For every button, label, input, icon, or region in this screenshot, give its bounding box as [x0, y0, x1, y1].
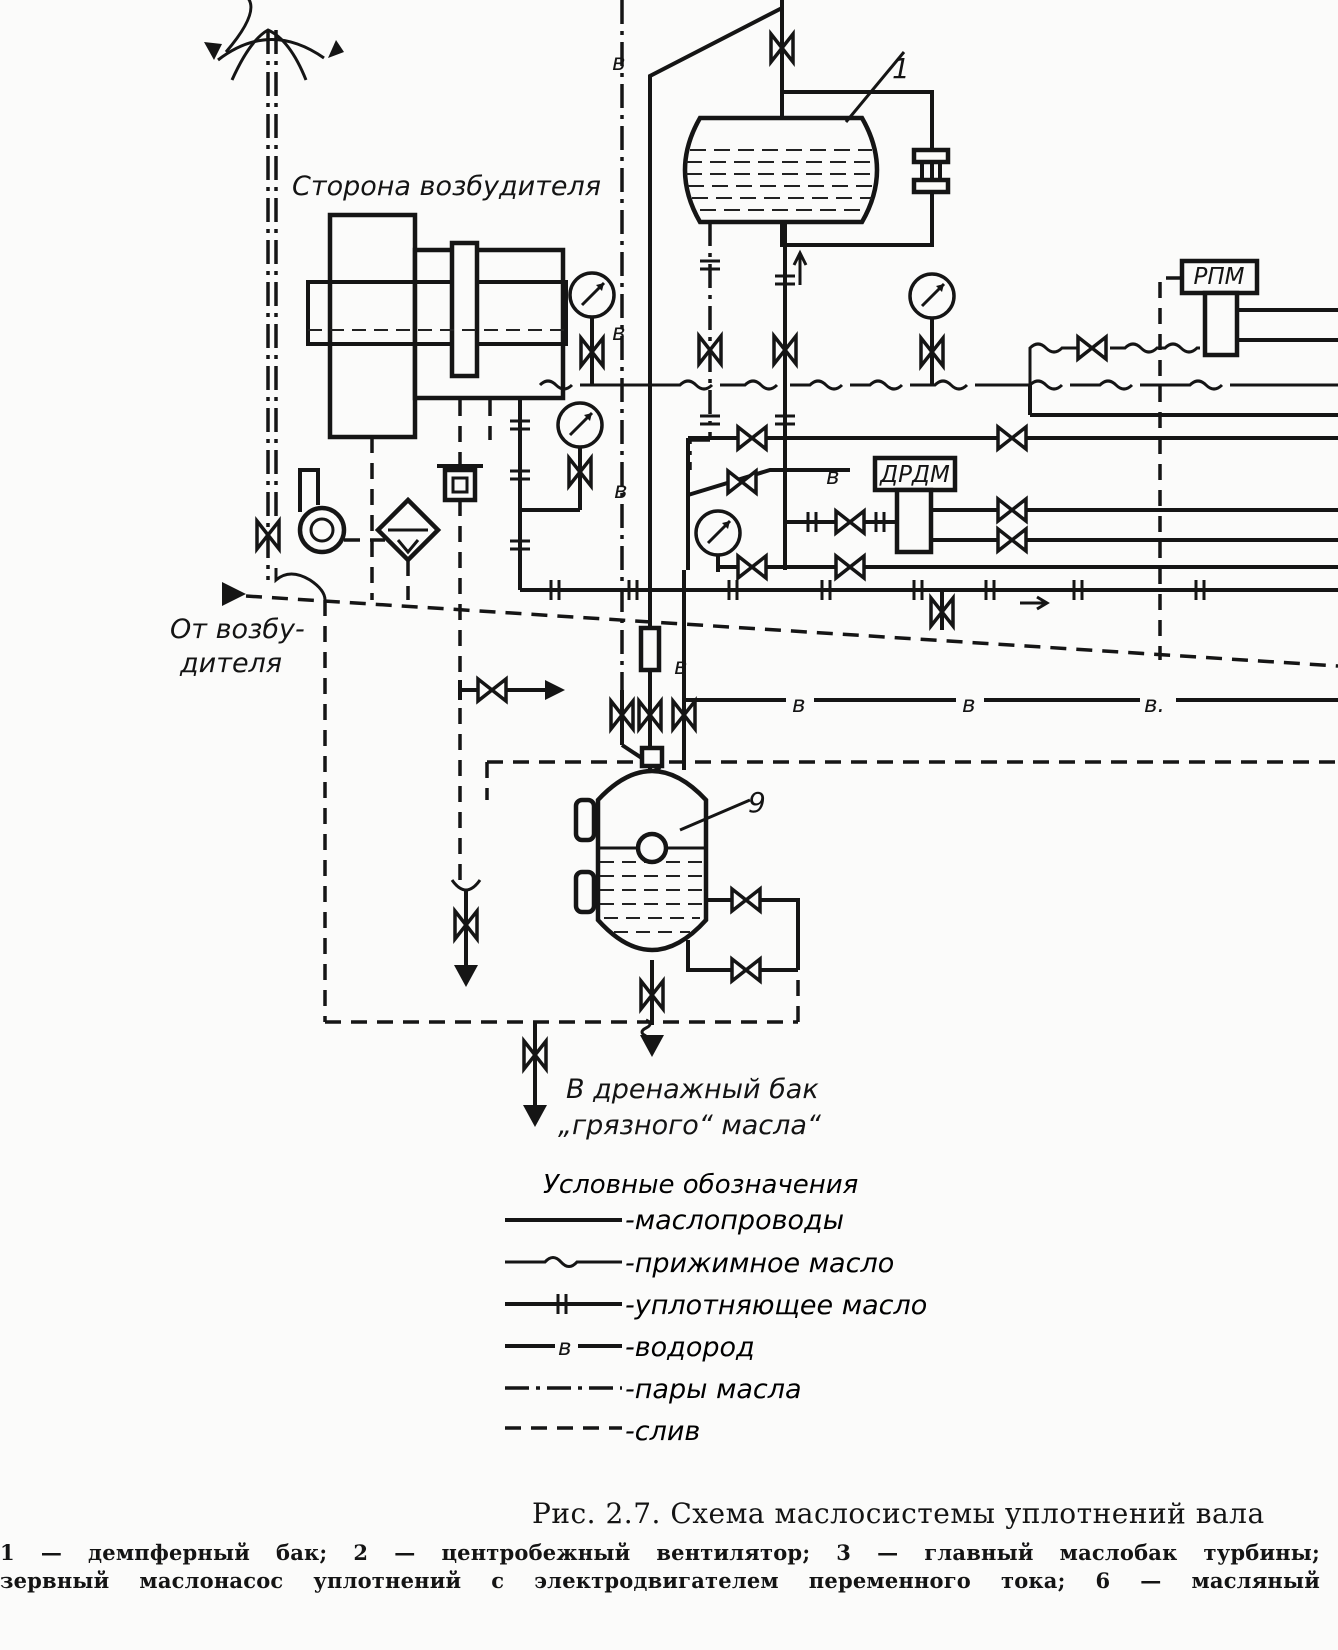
- pressing-oil-valve-icon: [1076, 335, 1108, 361]
- legend-item-drain: -слив: [625, 1416, 700, 1447]
- figure-caption-title: Рис. 2.7. Схема маслосистемы уплотнений …: [532, 1497, 1265, 1530]
- drain-arrow-left-icon: [454, 965, 478, 987]
- vent-pipe: [204, 0, 344, 580]
- flange-icon: [698, 414, 722, 426]
- filter-icon: [374, 496, 442, 564]
- level-gauge-icon: [911, 147, 951, 195]
- supply-valve-icon: [996, 527, 1028, 553]
- bypass-valve-icon: [726, 469, 758, 495]
- hydrogen-separator-tank-9: [573, 745, 751, 953]
- supply-valve-icon: [736, 425, 768, 451]
- legend-title: Условные обозначения: [543, 1170, 858, 1200]
- sample-arrow-icon: [545, 680, 565, 700]
- label-from-exciter-1: От возбу-: [170, 614, 305, 645]
- rpm-label: РПМ: [1193, 264, 1244, 290]
- label-damper-tank-1: 1: [892, 52, 910, 85]
- legend-item-oil-lines: -маслопроводы: [625, 1205, 844, 1236]
- pressure-gauge-icon: [568, 271, 616, 319]
- drain-arrow-main-icon: [523, 1105, 547, 1127]
- damper-tank-1: [682, 51, 906, 225]
- drdm-label: ДРДМ: [879, 462, 950, 488]
- figure-caption-line-1: 1 — демпферный бак; 2 — центробежный вен…: [0, 1540, 1320, 1565]
- hydrogen-mark-h1b: в: [792, 692, 806, 718]
- drdm-regulator: [785, 455, 1338, 555]
- legend: Условные обозначения -маслопроводы -приж…: [505, 1170, 927, 1447]
- label-tank-9: 9: [748, 786, 766, 819]
- tank9-drain-arrow-icon: [640, 1035, 664, 1057]
- supply-valve-icon: [996, 425, 1028, 451]
- label-exciter-side: Сторона возбудителя: [292, 171, 601, 202]
- supply-valve-icon: [834, 554, 866, 580]
- legend-item-pressing-oil: -прижимное масло: [625, 1248, 894, 1279]
- legend-symbol-seal-oil: [505, 1292, 622, 1316]
- hydrogen-mark-tank9: в: [674, 654, 688, 680]
- flow-indicator-icon: [638, 625, 662, 673]
- label-drain-1: В дренажный бак: [566, 1074, 819, 1105]
- rpm-regulator: [1158, 258, 1338, 660]
- legend-item-oil-vapor: -пары масла: [625, 1374, 802, 1405]
- pressure-gauge-icon: [908, 272, 956, 320]
- hydrogen-mark-drdm: в: [826, 464, 840, 490]
- legend-item-hydrogen: -водород: [625, 1332, 755, 1363]
- legend-item-seal-oil: -уплотняющее масло: [625, 1290, 927, 1321]
- tank9-side-valve-icon: [730, 887, 762, 913]
- pressure-gauge-icon: [556, 401, 604, 449]
- tank9-side-valve-icon: [730, 957, 762, 983]
- pressure-gauge-icon: [694, 509, 742, 557]
- figure-caption-line-2: зервный маслонасос уплотнений с электрод…: [0, 1568, 1320, 1593]
- sample-valve-icon: [476, 677, 508, 703]
- hydrogen-mark-mid: в: [612, 320, 626, 346]
- legend-symbol-hydrogen: в: [558, 1335, 572, 1361]
- hydrogen-mark-low: в: [614, 478, 628, 504]
- exciter-unit: [306, 212, 568, 440]
- oil-separator-icon: [437, 464, 483, 503]
- supply-valve-icon: [736, 554, 768, 580]
- centrifugal-fan-icon: [297, 468, 385, 555]
- label-drain-2: „грязного“ масла“: [558, 1110, 822, 1141]
- from-exciter-arrow-icon: [222, 582, 246, 606]
- hydrogen-mark-top: в: [612, 50, 626, 76]
- hydrogen-mark-h2b: в: [962, 692, 976, 718]
- drdm-valve-icon: [834, 509, 866, 535]
- supply-valve-icon: [996, 497, 1028, 523]
- legend-symbol-pressing-oil: [505, 1256, 622, 1268]
- hydrogen-mark-h3b: в.: [1144, 692, 1165, 718]
- label-from-exciter-2: дителя: [179, 648, 282, 679]
